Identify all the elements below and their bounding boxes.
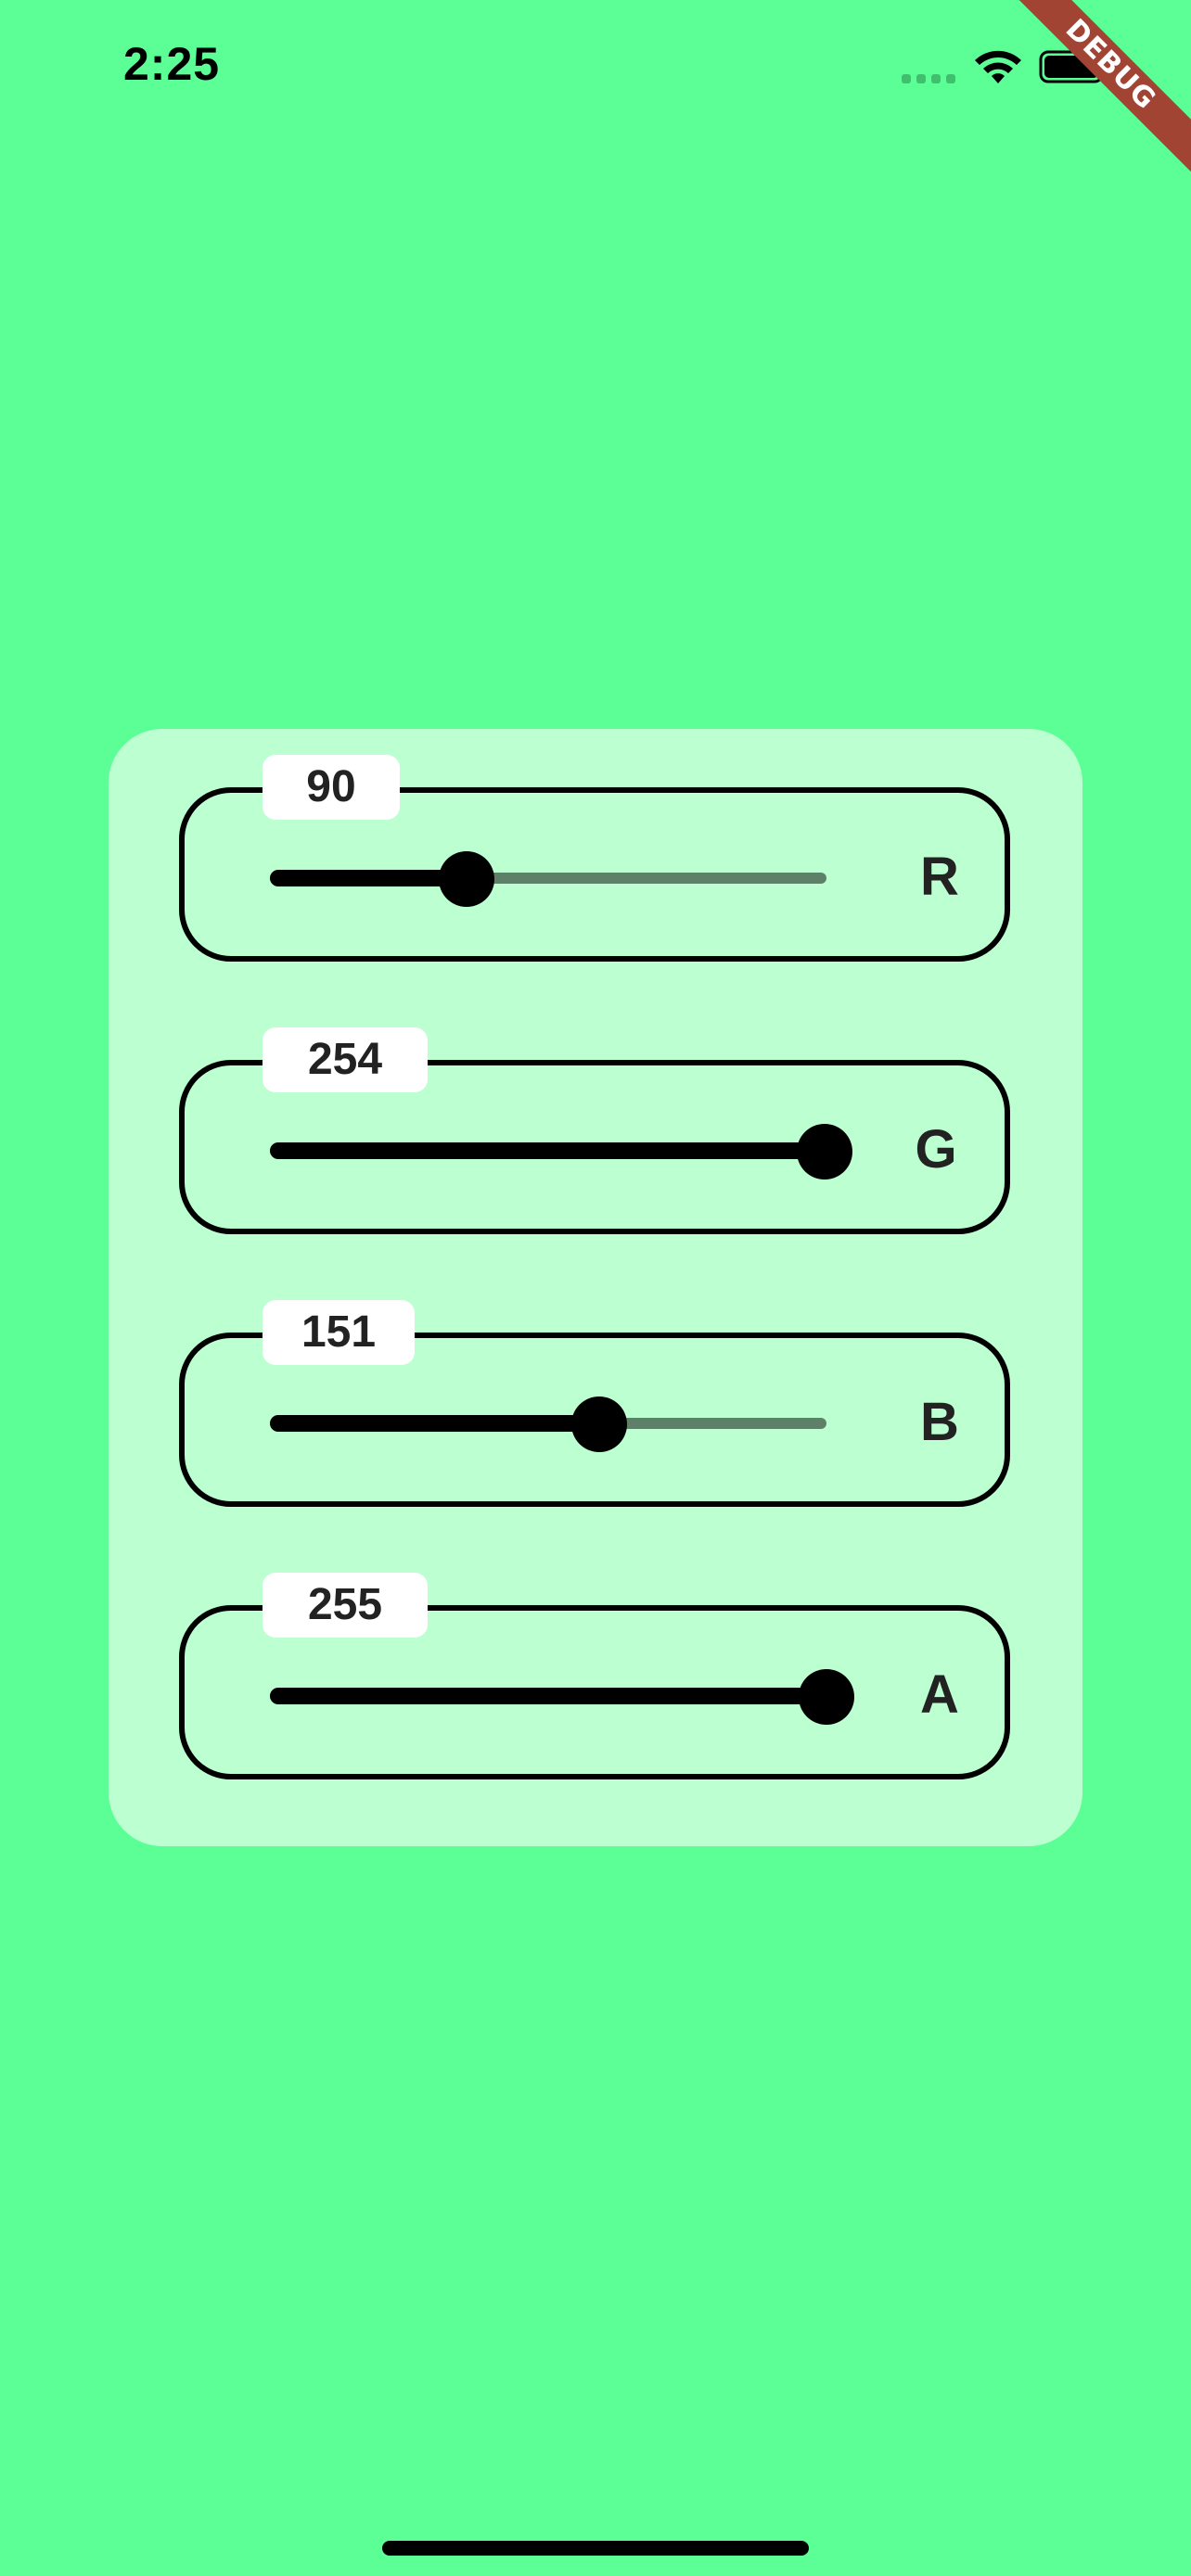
home-indicator[interactable] [382, 2541, 809, 2556]
channel-label-r: R [920, 847, 959, 907]
slider-thumb-r[interactable] [438, 851, 494, 907]
slider-fill-a [270, 1688, 826, 1704]
slider-track-r[interactable] [270, 870, 826, 886]
slider-thumb-b[interactable] [571, 1396, 628, 1452]
value-badge-a: 255 [263, 1573, 428, 1638]
slider-fill-b [270, 1415, 600, 1432]
slider-track-g[interactable] [270, 1142, 826, 1159]
slider-card-b [179, 1333, 1010, 1507]
value-badge-r: 90 [263, 755, 400, 820]
slider-card-g [179, 1060, 1010, 1234]
wifi-icon [975, 50, 1021, 83]
debug-banner-label: DEBUG [1005, 0, 1191, 173]
channel-label-b: B [920, 1392, 959, 1452]
value-badge-b: 151 [263, 1300, 415, 1365]
cellular-signal-icon [902, 74, 957, 83]
slider-card-a [179, 1605, 1010, 1779]
slider-track-b[interactable] [270, 1415, 826, 1432]
slider-fill-g [270, 1142, 825, 1159]
value-badge-g: 254 [263, 1027, 428, 1092]
status-time: 2:25 [123, 38, 221, 90]
slider-card-r [179, 787, 1010, 962]
debug-banner: DEBUG [1005, 0, 1191, 185]
color-slider-panel [109, 729, 1082, 1846]
channel-label-a: A [920, 1664, 959, 1725]
slider-track-a[interactable] [270, 1688, 826, 1704]
slider-fill-r [270, 870, 467, 886]
slider-thumb-g[interactable] [796, 1124, 852, 1180]
channel-label-g: G [915, 1119, 957, 1180]
slider-thumb-a[interactable] [799, 1669, 854, 1725]
